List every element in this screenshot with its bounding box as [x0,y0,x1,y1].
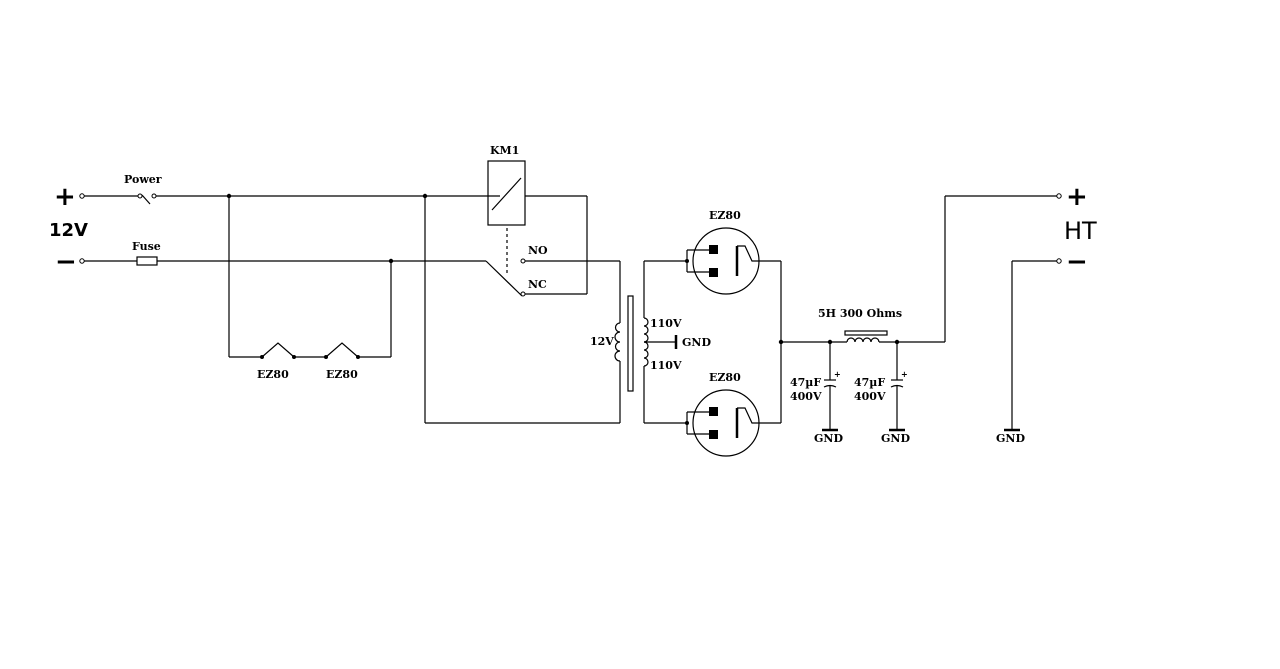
fuse-body [136,256,158,266]
choke-label: 5H 300 Ohms [818,307,902,320]
switch-lever [141,194,151,205]
primary-winding [614,322,621,362]
switch-contact-left [137,193,143,199]
rectifier-tube-2: EZ80 [644,371,781,457]
secondary-winding-top [643,317,649,343]
filter-network: + 47µF 400V GND 5H 300 Ohms + 47µF 400V … [778,261,945,445]
input-plus-terminal [79,193,85,199]
relay-no-contact [520,258,526,264]
cap-1-gnd-label: GND [814,432,843,445]
tube-1-anode-a [709,245,718,254]
tube-2-label: EZ80 [709,371,741,384]
tube-1-anode-b [709,268,718,277]
svg-text:+: + [834,369,841,379]
input-voltage-label: 12V [49,220,88,241]
transformer: 12V 110V GND 110V [590,261,711,423]
relay-contact-blade [485,260,523,297]
power-switch: Power [84,173,500,205]
transformer-core [627,295,634,392]
output-minus-terminal [1056,258,1062,264]
secondary-winding-bottom [643,341,649,367]
choke-core [844,330,888,336]
choke-winding [846,337,880,343]
fuse: Fuse [84,240,486,266]
switch-contact-right [151,193,157,199]
relay-nc-contact [520,291,526,297]
relay-label: KM1 [490,144,519,157]
input-plus-sign: + [54,182,76,212]
secondary-bottom-label: 110V [650,359,682,372]
input-terminals: + 12V − [49,182,88,277]
cap-2-voltage: 400V [854,390,886,403]
power-switch-label: Power [124,173,162,186]
tube-2-envelope [692,389,760,457]
output-plus-sign: + [1066,182,1088,212]
output-terminals: GND + HT − [944,182,1097,445]
output-minus-sign: − [1066,247,1088,277]
cap-2-gnd-label: GND [881,432,910,445]
tube-1-envelope [692,227,760,295]
output-plus-terminal [1056,193,1062,199]
svg-text:+: + [901,369,908,379]
heater-label-2: EZ80 [326,368,358,381]
relay-no-label: NO [528,244,548,257]
heater-filaments [229,342,391,358]
cap-1-voltage: 400V [790,390,822,403]
secondary-top-label: 110V [650,317,682,330]
input-minus-terminal [79,258,85,264]
output-ht-label: HT [1064,217,1097,245]
tube-1-label: EZ80 [709,209,741,222]
cap-2-value: 47µF [854,376,885,389]
relay-km1: KM1 NO NC [422,144,620,424]
tube-2-anode-b [709,430,718,439]
output-gnd-label: GND [996,432,1025,445]
tube-2-anode-a [709,407,718,416]
rectifier-tube-1: EZ80 [644,209,781,295]
fuse-label: Fuse [132,240,161,253]
relay-nc-label: NC [528,278,547,291]
cap-1-value: 47µF [790,376,821,389]
input-minus-sign: − [55,247,77,277]
heater-label-1: EZ80 [257,368,289,381]
heater-string: EZ80 EZ80 [226,193,394,381]
center-tap-label: GND [682,336,711,349]
primary-voltage-label: 12V [590,335,614,348]
relay-coil [487,160,526,226]
